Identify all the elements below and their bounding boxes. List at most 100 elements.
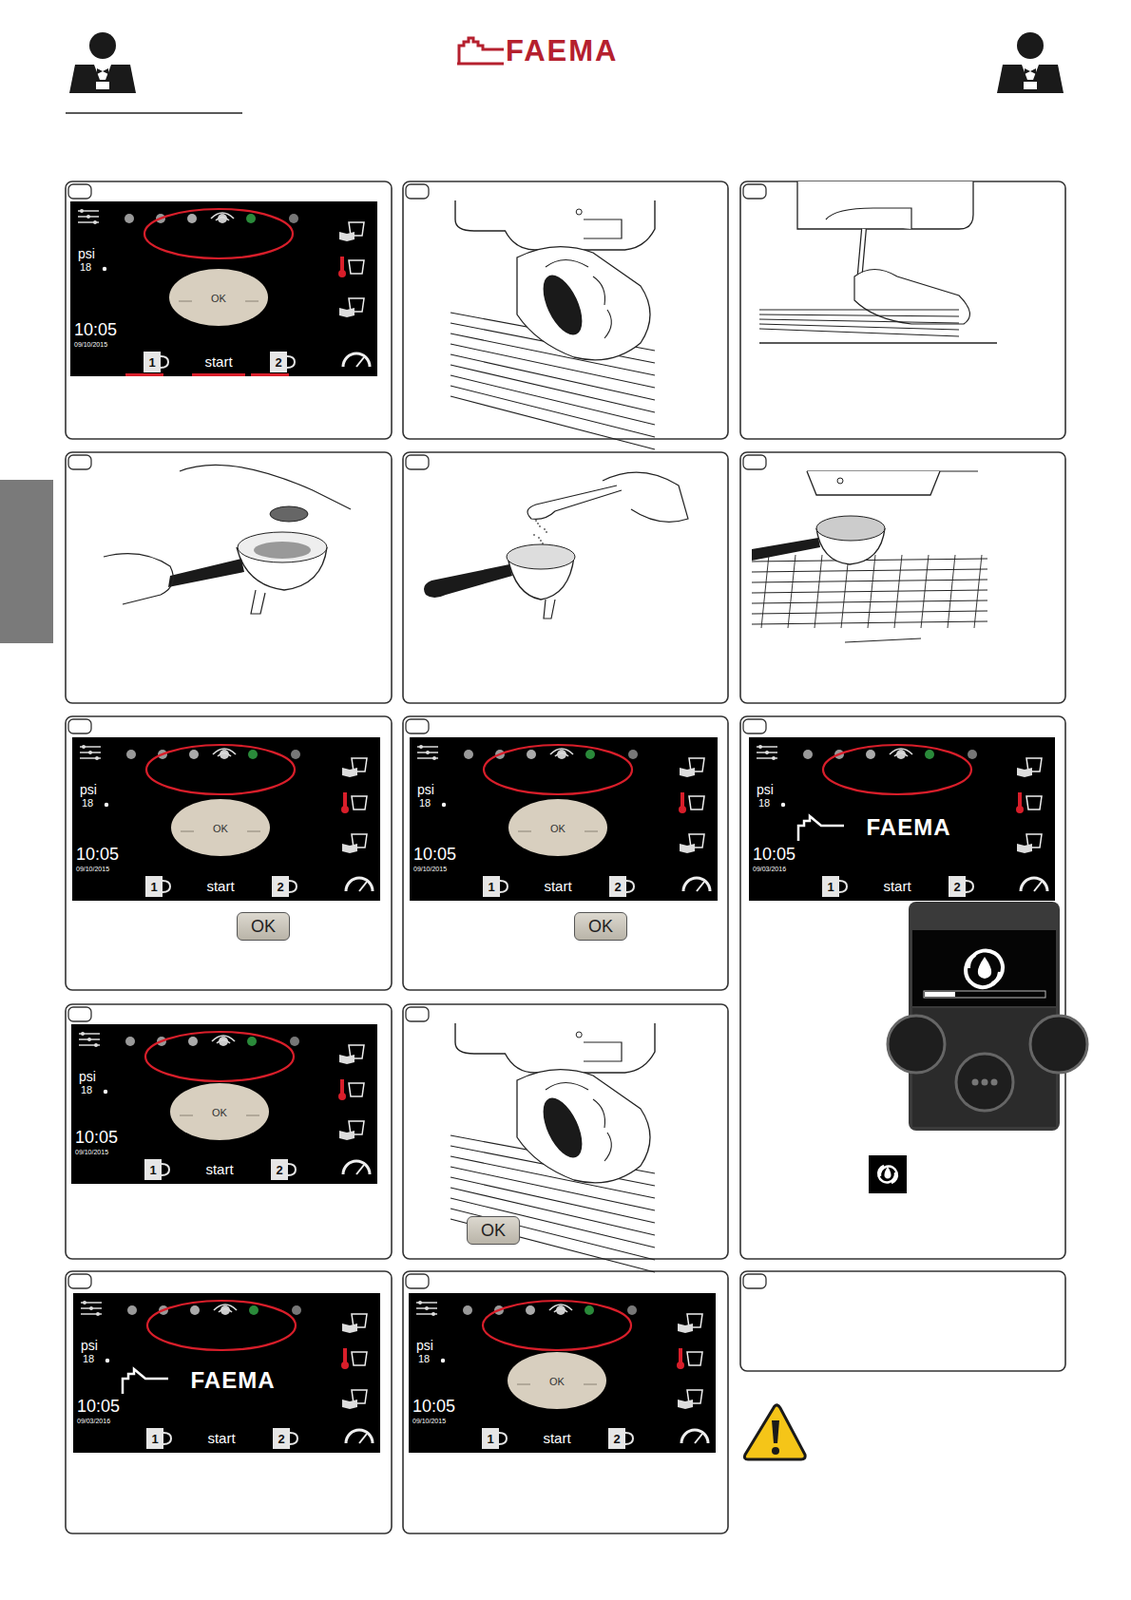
clock: 10:05 bbox=[75, 1129, 118, 1147]
wifi-icon bbox=[549, 1304, 573, 1313]
ok-display-key bbox=[508, 799, 608, 857]
step-panel bbox=[402, 452, 729, 704]
display-icons bbox=[71, 1024, 378, 1185]
settings-icon bbox=[82, 1301, 87, 1305]
status-icon bbox=[289, 1036, 300, 1047]
cup-key bbox=[145, 876, 163, 898]
book-icon bbox=[679, 767, 695, 778]
powder bbox=[537, 536, 540, 539]
clock: 10:05 bbox=[752, 845, 796, 863]
settings-icon bbox=[425, 750, 430, 755]
status-icon bbox=[125, 1036, 135, 1047]
line-art bbox=[841, 555, 849, 629]
gauge-icon bbox=[359, 881, 367, 892]
thermometer-icon bbox=[1017, 792, 1022, 808]
line-art bbox=[759, 308, 959, 310]
rinse-display-image bbox=[887, 901, 1088, 1131]
line-art bbox=[751, 600, 988, 604]
display-screen bbox=[912, 930, 1056, 1007]
pressure-unit: psi bbox=[416, 1339, 434, 1353]
line-art bbox=[583, 1042, 622, 1062]
warning-mark bbox=[771, 1447, 780, 1456]
brand-logo: FAEMA bbox=[191, 1369, 276, 1393]
line-art bbox=[450, 396, 655, 450]
gauge-icon bbox=[694, 1434, 703, 1444]
book-icon bbox=[677, 1323, 693, 1334]
status-icon bbox=[585, 749, 595, 760]
line-art bbox=[527, 485, 622, 519]
settings-icon bbox=[80, 1032, 85, 1036]
pressure-unit: psi bbox=[79, 783, 97, 797]
step-panel bbox=[740, 181, 1066, 440]
cup-number: 2 bbox=[277, 1433, 285, 1446]
basket bbox=[506, 544, 576, 570]
cup-key bbox=[287, 356, 295, 368]
step-panel bbox=[65, 716, 392, 991]
cup-key bbox=[287, 1164, 296, 1176]
book-icon bbox=[342, 767, 358, 778]
step-tab bbox=[743, 1274, 767, 1289]
settings-icon bbox=[89, 1306, 94, 1311]
start-key: start bbox=[542, 1431, 571, 1446]
wifi-icon bbox=[213, 1304, 237, 1313]
cup-number: 1 bbox=[486, 1433, 494, 1446]
step-tab bbox=[405, 455, 429, 470]
step-tab bbox=[405, 1007, 429, 1022]
line-art bbox=[751, 569, 988, 573]
line-art bbox=[759, 342, 997, 345]
status-icon bbox=[126, 749, 136, 760]
status-icon bbox=[628, 749, 638, 760]
cup-number: 1 bbox=[149, 1164, 156, 1177]
brand-logo: FAEMA bbox=[505, 36, 619, 66]
line-art bbox=[806, 471, 940, 496]
settings-icon bbox=[87, 1037, 92, 1042]
date: 09/10/2015 bbox=[75, 1149, 109, 1156]
status-bar bbox=[250, 373, 289, 377]
cup-number: 1 bbox=[151, 1433, 158, 1446]
logo-roof bbox=[122, 1369, 169, 1395]
start-key: start bbox=[205, 1162, 233, 1177]
settings-icon bbox=[93, 220, 97, 225]
touch-button bbox=[1030, 1015, 1088, 1074]
control-display: psi18OK10:0509/10/2015start12 bbox=[408, 1293, 716, 1454]
cup-number: 1 bbox=[150, 881, 157, 894]
book-icon bbox=[679, 843, 695, 854]
key-mark bbox=[178, 301, 192, 303]
line-art bbox=[450, 364, 655, 413]
gauge-icon bbox=[345, 878, 373, 892]
line-art bbox=[825, 208, 912, 230]
status-icon bbox=[190, 1305, 200, 1316]
cup-key bbox=[288, 881, 297, 893]
step-panel bbox=[65, 1004, 392, 1260]
control-display: psi18OK10:0509/10/2015start12 bbox=[70, 201, 378, 377]
wifi-icon bbox=[211, 1035, 235, 1044]
book-icon bbox=[339, 307, 355, 318]
line-art bbox=[867, 555, 876, 629]
thermometer-icon bbox=[338, 1092, 346, 1101]
step-tab bbox=[743, 455, 767, 470]
cup-number: 1 bbox=[487, 881, 495, 894]
cup-key bbox=[625, 1433, 633, 1445]
warning-mark bbox=[771, 1420, 780, 1444]
step-tab bbox=[743, 184, 767, 199]
settings-icon bbox=[432, 756, 437, 761]
blind-filter bbox=[269, 506, 308, 522]
pressure-dot bbox=[103, 1090, 108, 1094]
button-label: OK bbox=[250, 918, 276, 936]
detergent-illustration bbox=[423, 472, 689, 619]
pressure-value: 18 bbox=[79, 262, 92, 273]
portafilter-handle bbox=[751, 537, 821, 561]
step-panel bbox=[740, 452, 1066, 704]
step-tab bbox=[68, 1274, 92, 1289]
ok-button: OK bbox=[236, 912, 290, 941]
cup-icon bbox=[351, 796, 367, 810]
cup-key bbox=[608, 1428, 626, 1450]
line-art bbox=[751, 590, 988, 594]
icon-ground bbox=[868, 1155, 907, 1194]
line-art bbox=[575, 1032, 582, 1038]
section-tab bbox=[0, 479, 54, 644]
status-icon bbox=[924, 749, 935, 760]
step-tab bbox=[68, 719, 92, 734]
pressure-dot bbox=[105, 1359, 110, 1363]
cup-icon bbox=[687, 1352, 703, 1366]
